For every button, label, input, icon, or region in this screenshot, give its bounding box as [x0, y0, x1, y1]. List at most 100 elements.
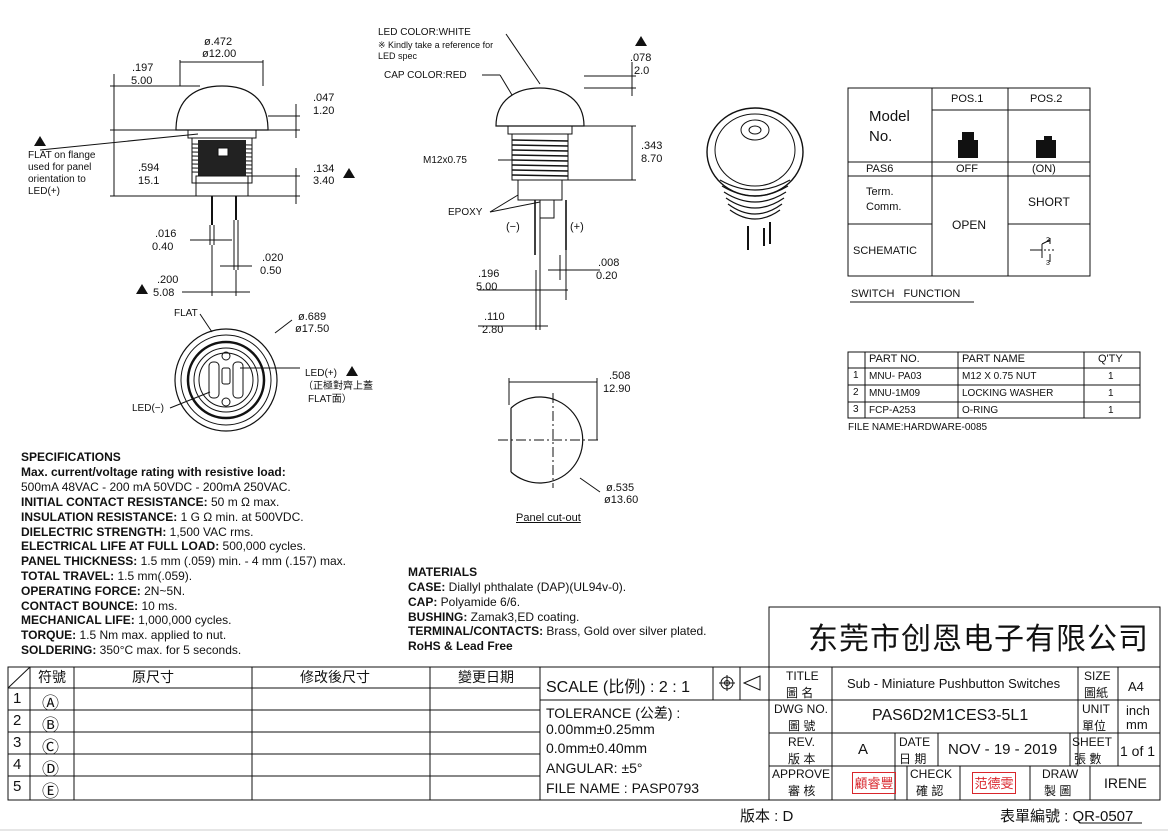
material-item: BUSHING: Zamak3,ED coating. [408, 610, 579, 624]
title-zh: 圖 名 [786, 686, 814, 700]
spec-item: CONTACT BOUNCE: 10 ms. [21, 599, 177, 613]
hw-r1-part: MNU- PA03 [869, 371, 922, 382]
sf-pos1: POS.1 [951, 93, 984, 105]
hw-r2-name: LOCKING WASHER [962, 388, 1054, 399]
dwg-en: DWG NO. [774, 702, 828, 716]
iso-view [706, 107, 804, 250]
spec-item-value: 50 m Ω max. [207, 495, 280, 509]
neg-terminal: (−) [506, 221, 520, 233]
unit-inch: inch [1126, 703, 1150, 718]
hw-r3-name: O-RING [962, 405, 999, 416]
spec-item-key: PANEL THICKNESS: [21, 554, 138, 569]
unit-mm: mm [1126, 717, 1148, 732]
pos-terminal: (+) [570, 221, 584, 233]
spec-item-value: 1.5 mm (.059) min. - 4 mm (.157) max. [137, 554, 346, 569]
hw-r1-name: M12 X 0.75 NUT [962, 371, 1037, 382]
flat-note-1: FLAT on flange [28, 150, 96, 161]
date-value: NOV - 19 - 2019 [948, 741, 1058, 758]
bottom-view [169, 313, 300, 432]
version-label: 版本 : D [740, 808, 794, 825]
flat-note-3: orientation to [28, 174, 86, 185]
front-p2-in: .196 [478, 268, 500, 280]
front-p2-mm: 5.00 [476, 281, 498, 293]
spec-item-value: 500,000 cycles. [219, 539, 306, 554]
spec-item-value: 1.5 mm(.059). [114, 569, 193, 583]
front-h-in: .343 [641, 140, 663, 152]
side-r2-mm: 3.40 [313, 175, 335, 187]
side-h2-in: .594 [138, 162, 160, 174]
material-item: CAP: Polyamide 6/6. [408, 595, 520, 609]
rev-value: A [858, 741, 869, 758]
hw-h-qty: Q'TY [1098, 353, 1123, 365]
tolerance-label: TOLERANCE (公差) : [546, 705, 681, 721]
sf-model: Model [869, 108, 910, 125]
sf-off: OFF [956, 163, 978, 175]
check-zh: 確 認 [916, 784, 944, 798]
panel-cutout [498, 378, 601, 493]
spec-item: INITIAL CONTACT RESISTANCE: 50 m Ω max. [21, 495, 279, 509]
sf-model-name: PAS6 [866, 163, 894, 175]
spec-item: INSULATION RESISTANCE: 1 G Ω min. at 500… [21, 510, 304, 524]
material-item-value: Brass, Gold over silver plated. [543, 624, 707, 639]
approve-zh: 審 核 [788, 784, 816, 798]
spec-item: ELECTRICAL LIFE AT FULL LOAD: 500,000 cy… [21, 539, 306, 553]
material-item-key: TERMINAL/CONTACTS: [408, 624, 544, 639]
side-r1-in: .047 [313, 92, 335, 104]
unit-en: UNIT [1082, 702, 1110, 716]
led-neg-label: LED(−) [132, 403, 164, 414]
title-en: TITLE [786, 669, 819, 683]
angular-tol: ANGULAR: ±5° [546, 760, 643, 776]
rev-row-number: 4 [13, 756, 22, 773]
rev-row-mark: Ⓒ [42, 738, 59, 757]
draw-value: IRENE [1104, 775, 1147, 791]
size-zh: 圖紙 [1084, 686, 1109, 700]
front-p1-in: .008 [598, 257, 620, 269]
rev-row-mark: Ⓔ [42, 782, 59, 801]
title-value: Sub - Miniature Pushbutton Switches [847, 676, 1061, 691]
side-h2-mm: 15.1 [138, 175, 160, 187]
material-item: TERMINAL/CONTACTS: Brass, Gold over silv… [408, 624, 707, 638]
rev-row-mark: Ⓐ [42, 694, 59, 713]
spec-item: MECHANICAL LIFE: 1,000,000 cycles. [21, 613, 232, 627]
date-en: DATE [899, 735, 931, 749]
rev-h-symbol: 符號 [38, 669, 66, 685]
material-item-value: Zamak3,ED coating. [467, 609, 580, 624]
rohs-label: RoHS & Lead Free [408, 639, 513, 653]
hw-file-name: FILE NAME:HARDWARE-0085 [848, 422, 988, 433]
front-p3-in: .110 [484, 311, 505, 323]
side-p1-mm: 0.40 [152, 241, 174, 253]
front-top-mm: 2.0 [634, 65, 650, 77]
spec-item-value: 350°C max. for 5 seconds. [96, 643, 242, 657]
rev-row-mark: Ⓑ [42, 716, 59, 735]
cap-color: CAP COLOR:RED [384, 70, 467, 81]
spec-item: SOLDERING: 350°C max. for 5 seconds. [21, 643, 241, 657]
check-en: CHECK [910, 767, 953, 781]
cutout-title: Panel cut-out [516, 512, 581, 524]
side-r2-in: .134 [313, 163, 335, 175]
front-view [478, 33, 636, 330]
unit-zh: 單位 [1082, 719, 1107, 733]
size-en: SIZE [1084, 669, 1111, 683]
front-p3-mm: 2.80 [482, 324, 504, 336]
sheet-zh: 張 數 [1074, 752, 1102, 766]
hw-h-part: PART NO. [869, 353, 920, 365]
cutout-d-in: ø.535 [606, 482, 635, 494]
flat-label: FLAT [174, 308, 198, 319]
form-number: 表單編號 : QR-0507 [1000, 808, 1134, 825]
sheet-value: 1 of 1 [1120, 743, 1156, 759]
material-item: CASE: Diallyl phthalate (DAP)(UL94v-0). [408, 580, 626, 594]
epoxy-label: EPOXY [448, 207, 483, 218]
sf-sym-2: 2 [1046, 237, 1050, 244]
spec-item-value: 10 ms. [138, 598, 178, 613]
material-item-key: CASE: [408, 580, 446, 594]
rev-row-number: 2 [13, 712, 22, 729]
rev-en: REV. [788, 735, 815, 749]
bottom-dia-mm: ø17.50 [295, 323, 330, 335]
hw-r2-n: 2 [853, 387, 859, 398]
tolerance-1: 0.00mm±0.25mm [546, 721, 655, 737]
company-name: 东莞市创恩电子有限公司 [808, 622, 1149, 657]
spec-item-value: 1.5 Nm max. applied to nut. [76, 628, 227, 643]
spec-item-key: ELECTRICAL LIFE AT FULL LOAD: [21, 539, 220, 554]
